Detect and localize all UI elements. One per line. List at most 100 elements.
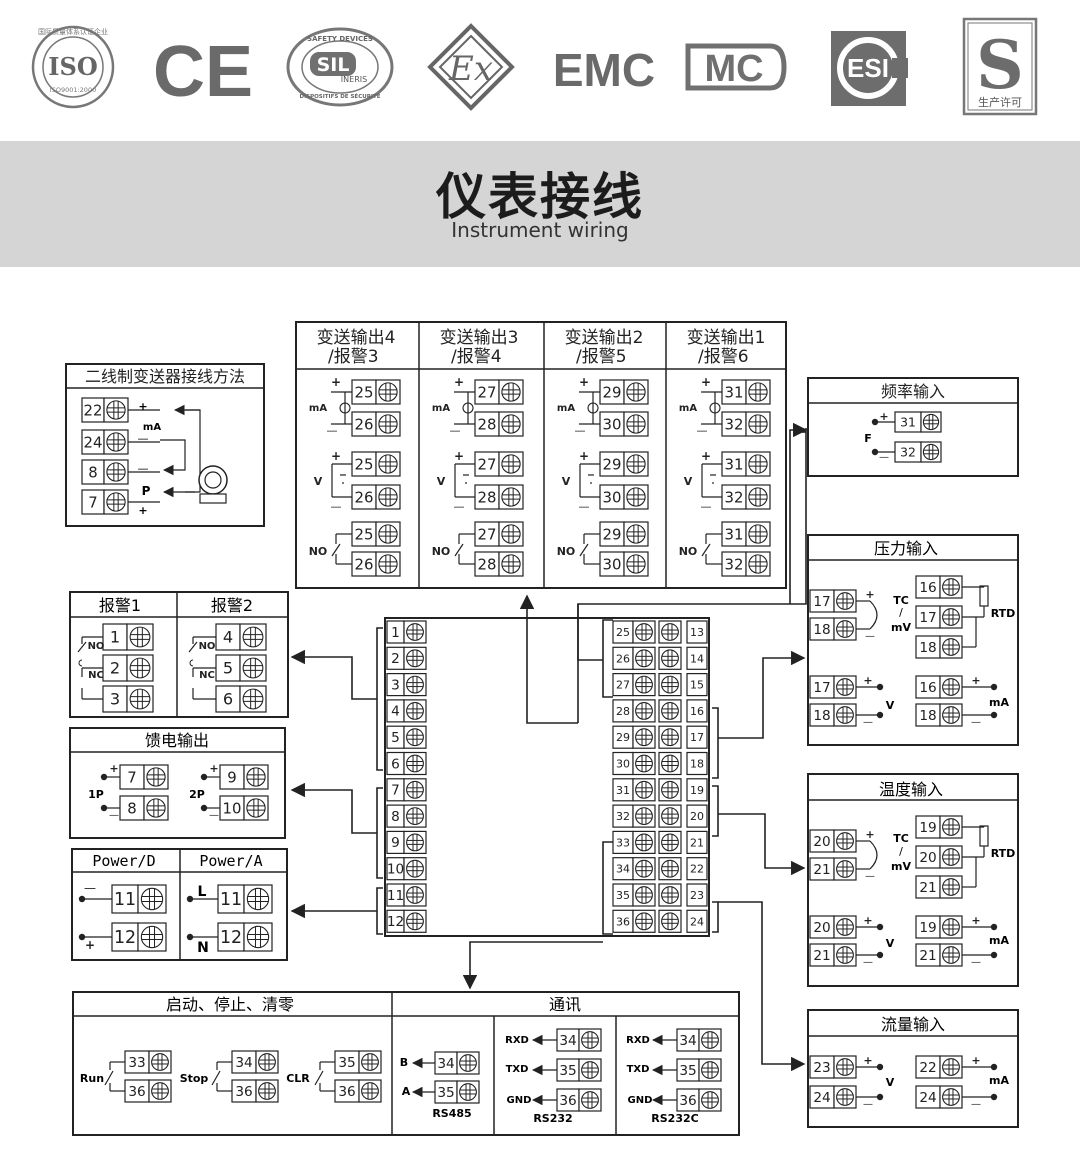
screw-terminal-icon <box>632 778 656 802</box>
screw-terminal-icon <box>658 646 682 670</box>
terminal-number: 21 <box>919 880 936 896</box>
start-stop-title: 启动、停止、清零 <box>166 995 294 1014</box>
temperature-rtd-label: RTD <box>991 847 1016 860</box>
minus-sign: — <box>971 1099 981 1110</box>
screw-terminal-icon <box>745 484 771 510</box>
screw-terminal-icon <box>137 884 167 914</box>
wire-end-dot <box>990 1093 998 1101</box>
no-label: NO <box>679 545 698 558</box>
wire-end-dot <box>876 951 884 959</box>
screw-terminal-icon <box>632 804 656 828</box>
minus-sign: — <box>863 957 873 968</box>
page-subtitle: Instrument wiring <box>451 218 629 242</box>
terminal-number: 34 <box>559 1033 576 1049</box>
terminal-number: 30 <box>603 555 622 573</box>
wire-end-dot <box>876 923 884 931</box>
screw-terminal-icon <box>239 623 267 651</box>
terminal: 5 <box>386 725 427 749</box>
screw-terminal-icon <box>658 883 682 907</box>
plus-sign: + <box>971 914 980 927</box>
terminal-number: 34 <box>679 1033 696 1049</box>
terminal-number: 18 <box>690 758 704 771</box>
terminal: 20 <box>915 845 963 869</box>
wire <box>314 1070 324 1086</box>
terminal: 32 <box>721 484 771 510</box>
power-l-label: L <box>198 884 207 900</box>
terminal-number: 27 <box>616 679 630 692</box>
screw-terminal-icon <box>632 620 656 644</box>
terminal-number: 21 <box>690 836 704 849</box>
nc-label: NC <box>88 670 104 681</box>
terminal-number: 6 <box>391 756 400 772</box>
terminal-number: 19 <box>690 784 704 797</box>
terminal-number: 32 <box>725 555 744 573</box>
no-label: NO <box>557 545 576 558</box>
iso-logo: ISO ISO9001:2000 国际质量体系认证企业 <box>31 25 115 109</box>
plus-sign: + <box>863 914 872 927</box>
screw-terminal-icon <box>148 1079 172 1103</box>
ma-label: mA <box>432 403 450 414</box>
terminal-number: 35 <box>679 1063 696 1079</box>
rs232-gnd-label: GND <box>507 1095 532 1106</box>
screw-terminal-icon <box>658 672 682 697</box>
terminal: 30 <box>599 484 649 510</box>
terminal: 21 <box>809 943 857 967</box>
terminal: 36 <box>231 1079 279 1103</box>
terminal-number: 19 <box>919 920 936 936</box>
screw-terminal-icon <box>143 795 169 821</box>
terminal-number: 30 <box>616 758 630 771</box>
terminal: 4 <box>386 699 427 723</box>
terminal-number: 36 <box>338 1084 355 1100</box>
screw-terminal-icon <box>833 857 857 881</box>
pressure-ma-label: mA <box>989 696 1009 709</box>
minus-sign: — <box>701 500 712 513</box>
terminal: 25 <box>351 451 401 477</box>
screw-terminal-icon <box>833 1085 857 1109</box>
screw-terminal-icon <box>745 551 771 577</box>
screw-terminal-icon <box>658 699 682 723</box>
temperature-v-label: V <box>886 937 895 950</box>
plus-sign: + <box>85 938 95 952</box>
sil-mid-text: INERIS <box>341 75 367 84</box>
terminal-number: 36 <box>679 1093 696 1109</box>
terminal-number: 32 <box>725 488 744 506</box>
wire-end-dot <box>78 895 86 903</box>
terminal-pair: 30 18 <box>612 751 708 776</box>
wire <box>701 543 711 557</box>
certification-bar: ISO ISO9001:2000 国际质量体系认证企业 CE SAFETY DE… <box>31 17 1038 116</box>
screw-terminal-icon <box>358 1050 382 1074</box>
terminal-number: 12 <box>387 914 404 930</box>
two-wire-ma-label: mA <box>143 422 161 433</box>
plus-sign: + <box>454 449 464 463</box>
terminal-number: 16 <box>919 580 936 596</box>
screw-terminal-icon <box>498 411 524 437</box>
comm-title: 通讯 <box>549 995 581 1014</box>
screw-terminal-icon <box>126 654 154 682</box>
minus-sign: — <box>109 810 119 821</box>
screw-terminal-icon <box>456 1051 480 1075</box>
terminal-number: 30 <box>603 415 622 433</box>
terminal-number: 32 <box>616 810 630 823</box>
screw-terminal-icon <box>920 441 942 463</box>
alarm1-title: 报警1 <box>99 596 141 615</box>
screw-terminal-icon <box>403 804 427 828</box>
terminal: 3 <box>386 672 427 697</box>
terminal: 20 <box>809 829 857 853</box>
minus-sign: — <box>575 424 586 437</box>
terminal: 29 <box>599 379 649 405</box>
terminal-number: 20 <box>813 834 830 850</box>
terminal: 18 <box>915 635 963 659</box>
terminal-number: 14 <box>690 652 704 665</box>
terminal-number: 26 <box>355 488 374 506</box>
terminal-number: 34 <box>616 863 630 876</box>
terminal: 18 <box>809 617 857 641</box>
terminal-number: 13 <box>690 626 704 639</box>
screw-terminal-icon <box>456 1080 480 1104</box>
minus-sign: — <box>879 452 889 463</box>
terminal-number: 16 <box>919 680 936 696</box>
screw-terminal-icon <box>939 675 963 699</box>
screw-terminal-icon <box>126 623 154 651</box>
screw-terminal-icon <box>403 751 427 776</box>
